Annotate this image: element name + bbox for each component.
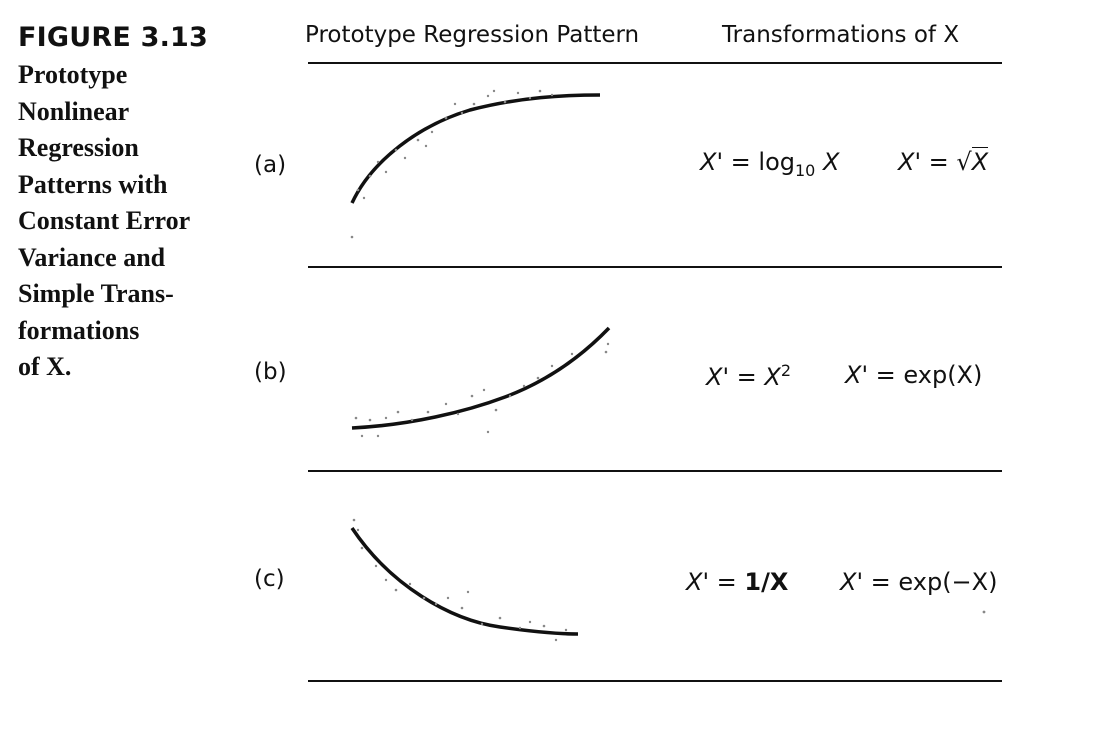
formula-neg-exp-transform: X' = exp(−X)	[840, 568, 998, 596]
caption-line: Patterns with	[18, 169, 168, 199]
caption-line: Simple Trans-	[18, 279, 174, 308]
caption-line: formations	[18, 315, 140, 345]
pattern-a-scatter	[350, 89, 554, 239]
caption-line: Constant Error	[18, 206, 191, 235]
bottom-rule	[308, 680, 1002, 682]
pattern-c-scatter	[352, 518, 986, 642]
row-divider	[308, 266, 1002, 268]
caption-line: Variance and	[18, 242, 166, 272]
figure-caption: FIGURE 3.13 Prototype Nonlinear Regressi…	[18, 22, 228, 386]
row-divider	[308, 470, 1002, 472]
formula-exp-transform: X' = exp(X)	[845, 361, 983, 389]
caption-line: of X.	[18, 352, 72, 381]
formula-square-transform: X' = X2	[706, 361, 792, 391]
pattern-b-plot	[351, 326, 611, 438]
pattern-c-curve	[350, 527, 579, 636]
row-label-a: (a)	[254, 152, 287, 178]
column-header-transformations: Transformations of X	[722, 22, 960, 48]
header-rule	[308, 62, 1002, 64]
pattern-a-plot	[350, 89, 601, 239]
row-label-c: (c)	[254, 566, 285, 592]
pattern-a-curve	[350, 93, 601, 204]
caption-line: Regression	[18, 133, 139, 162]
formula-sqrt-transform: X' = √X	[898, 147, 989, 176]
column-header-pattern: Prototype Regression Pattern	[305, 22, 640, 48]
figure-label: FIGURE 3.13	[18, 22, 209, 53]
caption-line: Prototype	[18, 60, 128, 89]
pattern-c-plot	[350, 518, 986, 642]
pattern-b-scatter	[354, 342, 610, 438]
formula-log-transform: X' = log10 X	[700, 148, 840, 180]
formula-reciprocal-transform: X' = 1/X	[686, 568, 789, 596]
row-label-b: (b)	[254, 359, 287, 385]
pattern-b-curve	[351, 326, 611, 430]
caption-line: Nonlinear	[18, 96, 130, 126]
